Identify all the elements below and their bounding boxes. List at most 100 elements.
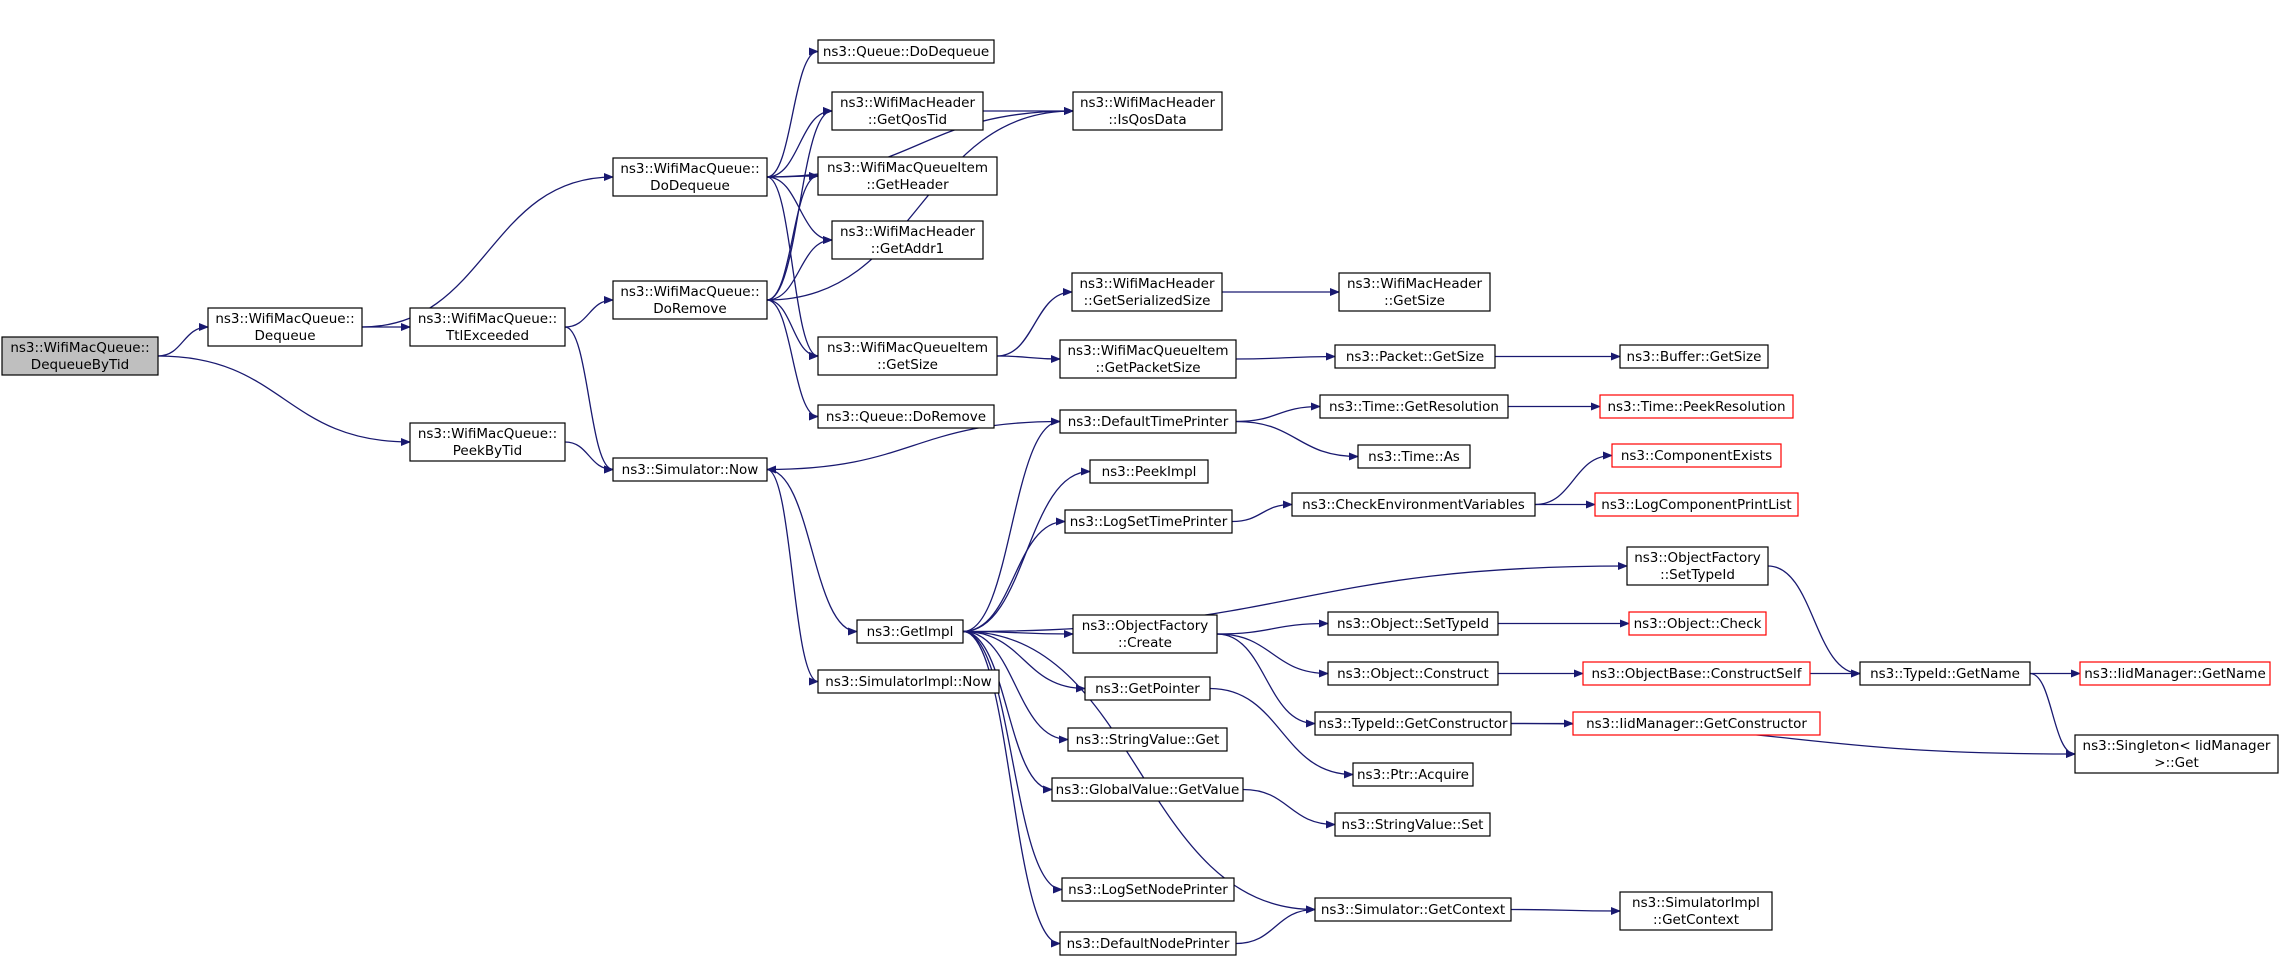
node-logcomponentprintlist[interactable]: ns3::LogComponentPrintList — [1594, 492, 1799, 517]
node-objconstruct[interactable]: ns3::Object::Construct — [1327, 661, 1499, 686]
node-label: PeekByTid — [453, 443, 523, 459]
node-simnow[interactable]: ns3::Simulator::Now — [612, 457, 768, 482]
edge-doremove-to-itemgetheader — [766, 172, 819, 301]
node-getpointer[interactable]: ns3::GetPointer — [1084, 676, 1211, 701]
node-label: DoRemove — [653, 301, 726, 317]
node-queue_doremove[interactable]: ns3::Queue::DoRemove — [817, 404, 995, 429]
node-box — [1051, 777, 1244, 802]
node-buffergetsize[interactable]: ns3::Buffer::GetSize — [1619, 344, 1769, 369]
edge-dodequeue-to-itemgetsize — [766, 176, 819, 360]
node-dodequeue[interactable]: ns3::WifiMacQueue::DoDequeue — [612, 157, 768, 197]
node-getimpl[interactable]: ns3::GetImpl — [856, 619, 964, 644]
node-defaultnodeprinter[interactable]: ns3::DefaultNodePrinter — [1059, 931, 1237, 956]
edge-getpacketsize-to-packetgetsize — [1235, 352, 1336, 361]
node-label: ns3::GetImpl — [867, 624, 954, 640]
node-iidgetname[interactable]: ns3::IidManager::GetName — [2079, 661, 2271, 686]
node-checkenv[interactable]: ns3::CheckEnvironmentVariables — [1291, 492, 1536, 517]
node-box — [817, 156, 998, 196]
node-label: ns3::PeekImpl — [1102, 464, 1197, 480]
node-label: ns3::Queue::DoRemove — [826, 409, 986, 425]
node-box — [409, 422, 566, 462]
node-box — [1628, 611, 1767, 636]
node-label: ns3::GetPointer — [1095, 681, 1200, 697]
node-queue_dodequeue[interactable]: ns3::Queue::DoDequeue — [817, 39, 995, 64]
nodes: ns3::WifiMacQueue::DequeueByTidns3::Wifi… — [1, 39, 2279, 956]
node-typeidgetconstructor[interactable]: ns3::TypeId::GetConstructor — [1314, 711, 1512, 736]
node-label: ns3::LogSetTimePrinter — [1070, 514, 1228, 530]
edge-simgetcontext-to-simimplgetcontext — [1510, 906, 1621, 915]
node-objbaseconstructself[interactable]: ns3::ObjectBase::ConstructSelf — [1582, 661, 1811, 686]
edge-simnow-to-simimplnow — [766, 468, 819, 686]
node-defaulttimeprinter[interactable]: ns3::DefaultTimePrinter — [1059, 409, 1237, 434]
node-hdrgetsize[interactable]: ns3::WifiMacHeader::GetSize — [1338, 272, 1491, 312]
edge-itemgetsize-to-getpacketsize — [996, 354, 1061, 363]
node-label: ns3::Simulator::GetContext — [1321, 902, 1505, 918]
node-label: ns3::WifiMacQueue:: — [620, 284, 759, 300]
node-box — [1327, 611, 1499, 636]
edge-getimpl-to-defaulttimeprinter — [962, 417, 1061, 633]
node-logsettimeprinter[interactable]: ns3::LogSetTimePrinter — [1064, 509, 1233, 534]
node-getqostid[interactable]: ns3::WifiMacHeader::GetQosTid — [831, 91, 984, 131]
node-typeidgetname[interactable]: ns3::TypeId::GetName — [1859, 661, 2031, 686]
node-label: ns3::Object::Check — [1634, 616, 1762, 632]
node-box — [1059, 931, 1237, 956]
node-objcheck[interactable]: ns3::Object::Check — [1628, 611, 1767, 636]
node-peekimpl[interactable]: ns3::PeekImpl — [1089, 459, 1209, 484]
node-getserializedsize[interactable]: ns3::WifiMacHeader::GetSerializedSize — [1071, 272, 1223, 312]
node-componentexists[interactable]: ns3::ComponentExists — [1611, 443, 1782, 468]
edge-getimpl-to-logsetnodeprinter — [962, 630, 1063, 894]
node-simimplgetcontext[interactable]: ns3::SimulatorImpl::GetContext — [1619, 891, 1773, 931]
edge-objfactorycreate-to-typeidgetconstructor — [1216, 633, 1316, 728]
node-timegetresolution[interactable]: ns3::Time::GetResolution — [1319, 394, 1509, 419]
node-packetgetsize[interactable]: ns3::Packet::GetSize — [1334, 344, 1496, 369]
node-getaddr1[interactable]: ns3::WifiMacHeader::GetAddr1 — [831, 220, 984, 260]
node-logsetnodeprinter[interactable]: ns3::LogSetNodePrinter — [1061, 877, 1235, 902]
node-label: ns3::Simulator::Now — [622, 462, 759, 478]
node-label: ns3::StringValue::Get — [1076, 732, 1220, 748]
edges — [157, 47, 2081, 948]
edge-dequeuebytid-to-peekbytid — [157, 355, 411, 446]
node-box — [1352, 762, 1474, 787]
node-dequeuebytid[interactable]: ns3::WifiMacQueue::DequeueByTid — [1, 336, 159, 376]
node-box — [1357, 444, 1471, 469]
node-stringvalueset[interactable]: ns3::StringValue::Set — [1334, 812, 1491, 837]
edge-dodequeue-to-getqostid — [766, 107, 833, 178]
node-label: ns3::WifiMacQueue:: — [620, 161, 759, 177]
node-label: ns3::CheckEnvironmentVariables — [1302, 497, 1525, 513]
edge-logsettimeprinter-to-checkenv — [1231, 500, 1293, 523]
node-label: ns3::Object::Construct — [1337, 666, 1489, 682]
node-box — [1314, 897, 1512, 922]
node-ttlexceeded[interactable]: ns3::WifiMacQueue::TtlExceeded — [409, 307, 566, 347]
node-peekbytid[interactable]: ns3::WifiMacQueue::PeekByTid — [409, 422, 566, 462]
node-getpacketsize[interactable]: ns3::WifiMacQueueItem::GetPacketSize — [1059, 339, 1237, 379]
node-box — [1599, 394, 1794, 419]
node-iidgetconstructor[interactable]: ns3::IidManager::GetConstructor — [1572, 711, 1821, 736]
edge-doremove-to-getaddr1 — [766, 236, 833, 301]
node-label: ns3::IidManager::GetName — [2084, 666, 2266, 682]
node-globalvaluegetvalue[interactable]: ns3::GlobalValue::GetValue — [1051, 777, 1244, 802]
node-simimplnow[interactable]: ns3::SimulatorImpl::Now — [817, 669, 1000, 694]
node-label: ns3::IidManager::GetConstructor — [1586, 716, 1807, 732]
node-box — [817, 336, 998, 376]
node-itemgetsize[interactable]: ns3::WifiMacQueueItem::GetSize — [817, 336, 998, 376]
node-dequeue[interactable]: ns3::WifiMacQueue::Dequeue — [207, 307, 363, 347]
node-doremove[interactable]: ns3::WifiMacQueue::DoRemove — [612, 280, 768, 320]
edge-getimpl-to-objfactorysettypeid — [962, 562, 1628, 633]
node-box — [1071, 272, 1223, 312]
node-itemgetheader[interactable]: ns3::WifiMacQueueItem::GetHeader — [817, 156, 998, 196]
node-timeas[interactable]: ns3::Time::As — [1357, 444, 1471, 469]
node-label: ns3::WifiMacQueueItem — [827, 160, 988, 176]
node-timepeekresolution[interactable]: ns3::Time::PeekResolution — [1599, 394, 1794, 419]
node-label: ::Create — [1118, 635, 1172, 651]
node-singletonget[interactable]: ns3::Singleton< IidManager>::Get — [2074, 734, 2279, 774]
node-isqosdata[interactable]: ns3::WifiMacHeader::IsQosData — [1072, 91, 1223, 131]
node-simgetcontext[interactable]: ns3::Simulator::GetContext — [1314, 897, 1512, 922]
node-objfactorysettypeid[interactable]: ns3::ObjectFactory::SetTypeId — [1626, 546, 1769, 586]
node-ptracquire[interactable]: ns3::Ptr::Acquire — [1352, 762, 1474, 787]
node-objfactorycreate[interactable]: ns3::ObjectFactory::Create — [1072, 614, 1218, 654]
node-objsettypeid[interactable]: ns3::Object::SetTypeId — [1327, 611, 1499, 636]
node-box — [1619, 344, 1769, 369]
edge-globalvaluegetvalue-to-stringvalueset — [1242, 788, 1336, 829]
node-stringvalueget[interactable]: ns3::StringValue::Get — [1067, 727, 1228, 752]
node-box — [1072, 91, 1223, 131]
